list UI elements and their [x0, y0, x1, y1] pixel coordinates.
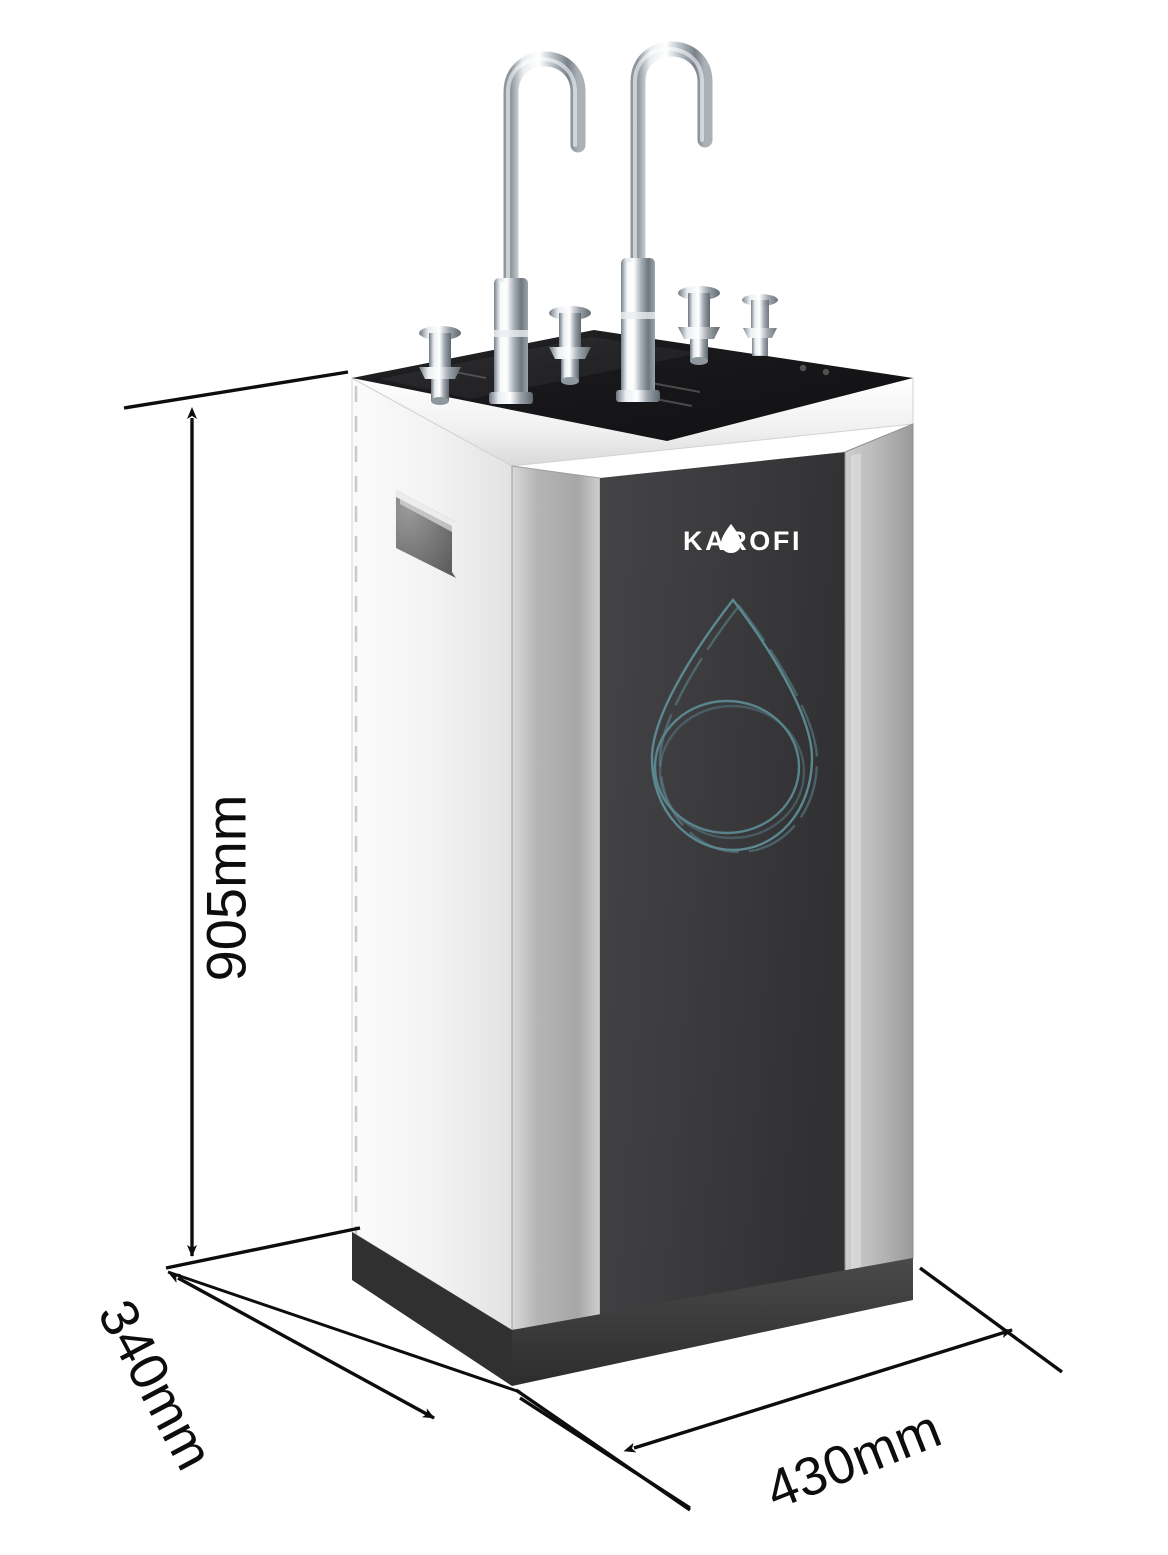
depth-baseline [167, 1270, 521, 1394]
right-pillar-highlight [851, 453, 861, 1289]
front-left-pillar [511, 465, 601, 1331]
gooseneck-faucet-right [616, 41, 713, 402]
valve-knob-2 [549, 306, 591, 385]
ext-line-width-left [515, 1388, 691, 1512]
brand-logo: KAROFI [683, 524, 802, 556]
top-glass-sheen [380, 337, 700, 399]
water-droplet-graphic [650, 598, 819, 854]
brand-logo-text: KAROFI [683, 526, 802, 556]
valve-knob-1 [419, 326, 461, 405]
side-vent-handle [396, 490, 456, 578]
valve-knob-4 [742, 294, 778, 356]
valve-knob-3 [678, 286, 720, 365]
logo-droplet-icon [721, 524, 741, 553]
ext-line-width-right [918, 1266, 1064, 1374]
front-dark-panel [600, 452, 845, 1320]
width-dimension-line [623, 1328, 1013, 1453]
height-dimension-label: 905mm [194, 768, 258, 1008]
faucet-left-body [494, 278, 528, 400]
dimension-annotations [123, 370, 1064, 1512]
depth-dimension-line [168, 1272, 435, 1420]
ext-line-top [123, 370, 349, 410]
ext-line-bottom [165, 1226, 361, 1270]
product-body: KAROFI [351, 41, 914, 1386]
gooseneck-faucet-left [489, 51, 586, 404]
faucet-right-body [621, 258, 655, 398]
base-plinth-front [512, 1258, 913, 1386]
height-dimension-value: 905mm [194, 794, 258, 982]
